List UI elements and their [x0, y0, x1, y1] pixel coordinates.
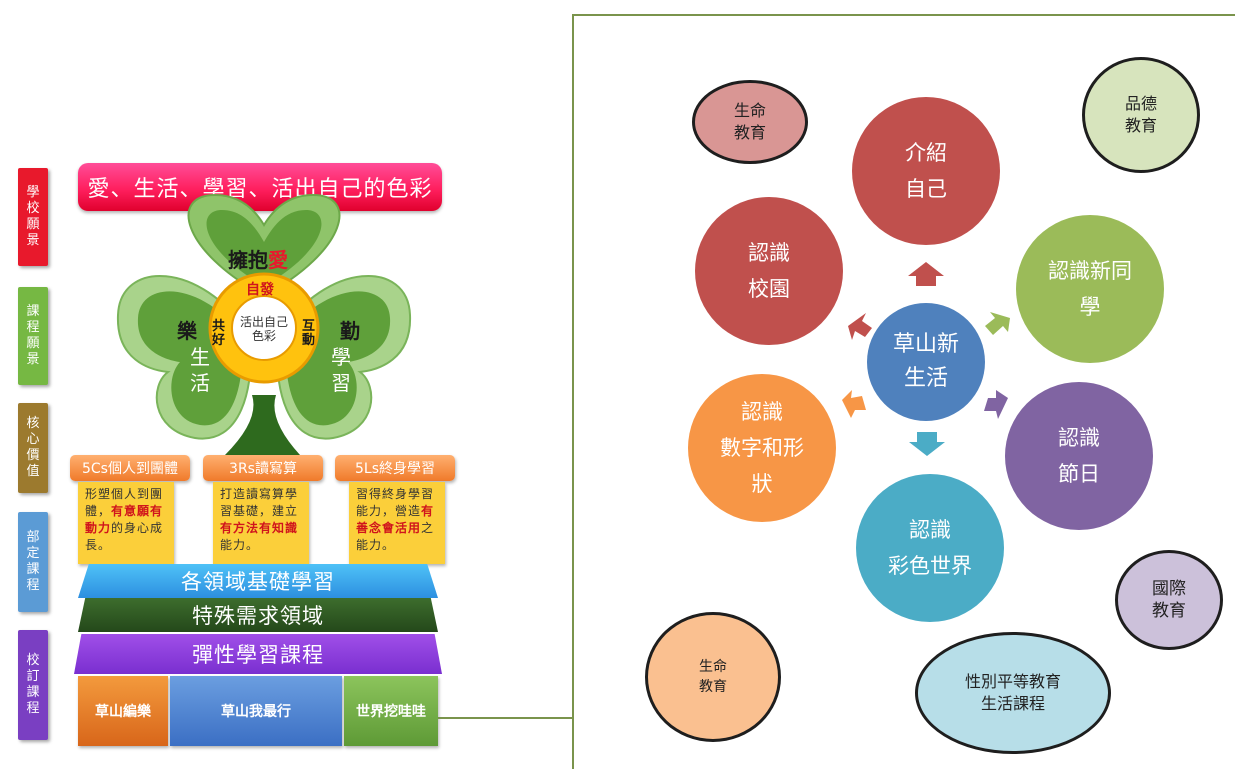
school-vision-banner: 愛、生活、學習、活出自己的色彩	[78, 163, 442, 211]
school-course-caoshan-bianle: 草山編樂	[78, 676, 168, 746]
core-desc-3rs: 打造讀寫算學習基礎，建立有方法有知識能力。	[213, 482, 309, 564]
side-label-text: 校訂課程	[26, 653, 40, 716]
petal-top-label: 擁抱愛	[228, 248, 288, 272]
arrow-downleft-icon	[842, 390, 866, 418]
topic-holidays: 認識 節日	[1005, 382, 1153, 530]
core-value-3rs: 3Rs讀寫算	[203, 455, 323, 481]
topic-new-classmates: 認識新同 學	[1016, 215, 1164, 363]
tier-flexible-learning: 彈性學習課程	[74, 634, 442, 674]
topic-colorful-world: 認識 彩色世界	[856, 474, 1004, 622]
side-label-text: 課程願景	[26, 304, 40, 367]
topic-numbers-shapes: 認識 數字和形 狀	[688, 374, 836, 522]
arrow-upright-icon	[985, 312, 1010, 335]
core-desc-5ls: 習得終身學習能力，營造有善念會活用之能力。	[349, 482, 445, 564]
topic-introduce-self: 介紹 自己	[852, 97, 1000, 245]
center-core-label: 活出自己色彩	[240, 315, 289, 343]
school-course-world-wawa: 世界挖哇哇	[344, 676, 438, 746]
tier-special-needs: 特殊需求領域	[78, 598, 438, 632]
side-topic-life-education-top: 生命 教育	[692, 80, 808, 164]
side-label-school-curriculum: 校訂課程	[18, 630, 48, 740]
side-label-school-vision: 學校願景	[18, 168, 48, 266]
frame-left-border	[572, 14, 574, 769]
tier-domain-learning: 各領域基礎學習	[78, 564, 438, 598]
side-label-text: 學校願景	[26, 185, 40, 248]
side-topic-moral-education: 品德 教育	[1082, 57, 1200, 173]
side-topic-gender-equality: 性別平等教育 生活課程	[915, 632, 1111, 754]
flower-stem	[225, 395, 300, 455]
petal-right-label: 勤 學 習	[331, 319, 360, 395]
side-label-curriculum-vision: 課程願景	[18, 287, 48, 385]
arrow-up-icon	[908, 262, 944, 286]
center-core	[231, 295, 297, 361]
side-label-national-curriculum: 部定課程	[18, 512, 48, 612]
ring-left-label: 共好	[212, 319, 226, 348]
connector-line	[438, 717, 573, 719]
side-label-text: 部定課程	[26, 530, 40, 593]
side-label-core-values: 核心價值	[18, 403, 48, 493]
arrow-down-icon	[909, 432, 945, 456]
core-value-5ls: 5Ls終身學習	[335, 455, 455, 481]
core-desc-5cs: 形塑個人到團體，有意願有動力的身心成長。	[78, 482, 174, 564]
arrow-upleft-icon	[848, 313, 872, 340]
topic-campus: 認識 校園	[695, 197, 843, 345]
arrow-downright-icon	[984, 390, 1008, 419]
frame-top-border	[572, 14, 1235, 16]
side-topic-life-education-bottom: 生命 教育	[645, 612, 781, 742]
school-course-caoshan-best: 草山我最行	[170, 676, 342, 746]
center-topic-circle: 草山新 生活	[867, 303, 985, 421]
side-topic-international-education: 國際 教育	[1115, 550, 1223, 650]
ring-right-label: 互動	[302, 319, 316, 348]
side-label-text: 核心價值	[26, 416, 40, 479]
core-value-5cs: 5Cs個人到團體	[70, 455, 190, 481]
clover-flower	[116, 193, 412, 455]
ring-top-label: 自發	[246, 282, 274, 298]
